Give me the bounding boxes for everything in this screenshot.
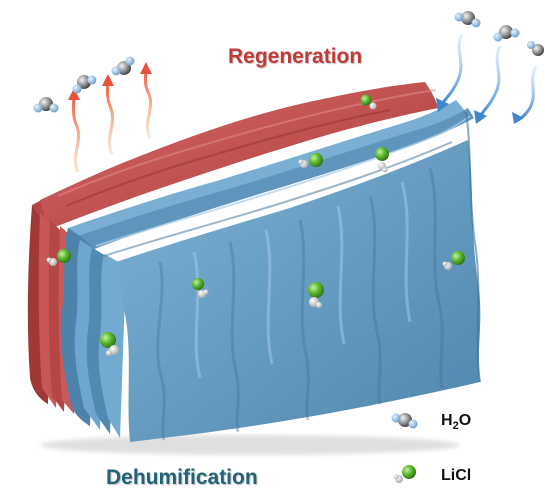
arrow-icon xyxy=(144,67,153,139)
legend-h2o-subscript: 2 xyxy=(452,420,459,433)
licl-molecule-icon xyxy=(375,147,389,173)
arrow-icon xyxy=(102,74,114,86)
arrow-icon xyxy=(478,45,502,117)
arrow-icon xyxy=(440,33,464,105)
arrow-icon xyxy=(106,79,115,155)
arrow-icon xyxy=(474,110,487,124)
arrow-icon xyxy=(436,98,449,112)
water-molecule-icon xyxy=(454,11,481,28)
arrow-icon xyxy=(512,112,524,124)
arrow-icon xyxy=(517,65,538,122)
regeneration-arrows xyxy=(68,62,153,173)
legend-licl-label: LiCl xyxy=(441,467,472,484)
licl-molecule-icon xyxy=(442,251,465,270)
dehumidification-sheets xyxy=(60,100,481,442)
arrow-icon xyxy=(140,62,152,74)
licl-molecule-icon xyxy=(100,332,119,356)
water-molecule-icon xyxy=(111,56,135,76)
licl-molecule-icon xyxy=(360,94,377,110)
water-molecules-out xyxy=(33,56,135,113)
legend-h2o-o: O xyxy=(458,412,472,429)
dehumidification-arrows xyxy=(436,33,538,124)
licl-molecule-icon xyxy=(46,249,71,266)
ground-shadow xyxy=(40,435,460,455)
water-molecule-icon xyxy=(33,97,59,113)
licl-molecule-icon xyxy=(298,153,323,168)
water-molecule-icon xyxy=(493,25,520,42)
licl-molecules xyxy=(46,94,465,356)
water-molecules-in xyxy=(454,11,544,56)
legend-h2o-h: H xyxy=(441,412,453,429)
arrow-icon xyxy=(68,88,80,100)
licl-molecule-icon xyxy=(192,278,209,298)
water-molecule-icon xyxy=(72,75,97,94)
dehumidification-label: Dehumification xyxy=(106,466,258,489)
legend-h2o-label: H2O xyxy=(441,412,471,432)
regeneration-label: Regeneration xyxy=(228,45,363,68)
legend-water-icon xyxy=(391,413,418,429)
licl-molecule-icon xyxy=(308,282,324,308)
legend-licl-icon xyxy=(393,465,416,483)
arrow-icon xyxy=(72,93,81,173)
water-molecule-icon xyxy=(527,41,544,56)
